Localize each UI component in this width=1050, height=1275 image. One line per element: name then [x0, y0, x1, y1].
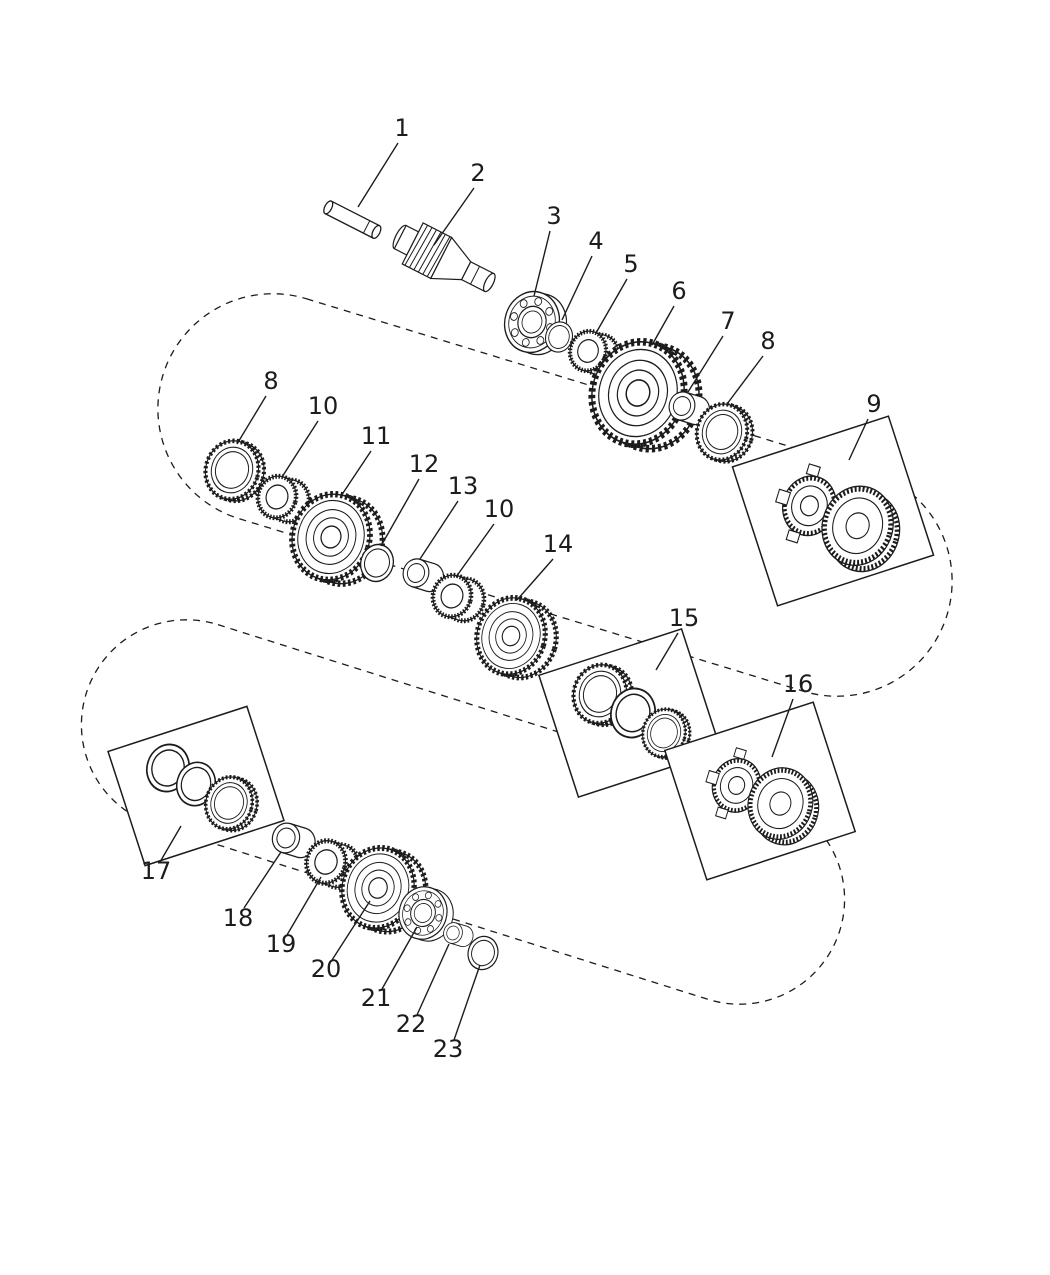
- callout-15: 15: [669, 604, 700, 632]
- callout-4: 4: [588, 227, 603, 255]
- callout-22-leader: [416, 943, 450, 1016]
- callout-6-leader: [651, 305, 675, 346]
- callout-8-leader: [726, 355, 764, 405]
- callout-22: 22: [396, 1010, 427, 1038]
- callout-5: 5: [623, 250, 638, 278]
- callout-9: 9: [866, 390, 881, 418]
- callout-20: 20: [311, 955, 342, 983]
- callout-16-leader: [771, 698, 794, 758]
- part-9-synchronizer-assembly: [731, 415, 935, 607]
- callout-2-leader: [433, 187, 475, 246]
- callout-8b: 8: [263, 367, 278, 395]
- callout-16: 16: [783, 670, 814, 698]
- callout-12-leader: [380, 478, 420, 547]
- callout-7-leader: [687, 335, 724, 393]
- callout-4-leader: [561, 255, 593, 321]
- callout-10a-leader: [281, 420, 319, 478]
- shaft-group-outline-upper: [157, 293, 953, 697]
- callout-10a: 10: [308, 392, 339, 420]
- part-2-input-shaft: [392, 222, 496, 293]
- callout-13-leader: [419, 500, 459, 560]
- callout-12: 12: [409, 450, 440, 478]
- callout-13: 13: [448, 472, 479, 500]
- callout-21-leader: [381, 926, 418, 990]
- callout-1-leader: [357, 142, 399, 208]
- callout-19-leader: [286, 876, 322, 936]
- callout-21: 21: [361, 984, 392, 1012]
- callout-11-leader: [340, 450, 372, 497]
- callout-18: 18: [223, 904, 254, 932]
- callout-14: 14: [543, 530, 574, 558]
- callout-23: 23: [433, 1035, 464, 1063]
- part-17-ring-set: [107, 705, 285, 867]
- callout-11: 11: [361, 422, 392, 450]
- callout-leaders: [159, 142, 869, 1041]
- callout-7: 7: [720, 307, 735, 335]
- callout-10b-leader: [455, 523, 495, 578]
- callout-3: 3: [546, 202, 561, 230]
- part-1-pin: [323, 200, 382, 239]
- callout-10b: 10: [484, 495, 515, 523]
- callout-8: 8: [760, 327, 775, 355]
- callout-19: 19: [266, 930, 297, 958]
- part-16-synchronizer-assembly: [663, 701, 857, 881]
- callout-15-leader: [655, 632, 679, 671]
- callout-8b-leader: [236, 395, 267, 445]
- callout-18-leader: [243, 851, 282, 909]
- callout-5-leader: [595, 278, 628, 334]
- callout-1: 1: [394, 114, 409, 142]
- callout-17-leader: [159, 825, 182, 863]
- callout-6: 6: [671, 277, 686, 305]
- callout-2: 2: [470, 159, 485, 187]
- callout-14-leader: [516, 558, 554, 601]
- callout-20-leader: [331, 900, 371, 961]
- callout-17: 17: [141, 857, 172, 885]
- callout-23-leader: [453, 964, 481, 1041]
- callout-9-leader: [848, 418, 869, 461]
- callout-labels: 1 2 3 4 5 6 7 8 9 8 10 11 12 13 10 14 15…: [141, 114, 882, 1063]
- callout-3-leader: [533, 230, 551, 297]
